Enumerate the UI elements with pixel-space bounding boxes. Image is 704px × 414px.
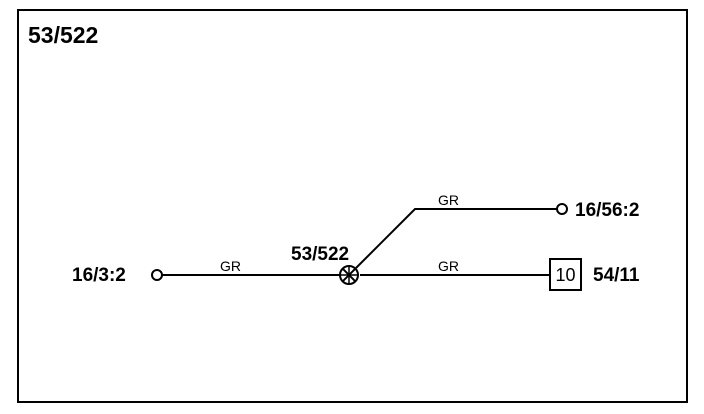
wire-upper-color: GR [438, 192, 459, 208]
splice-icon[interactable] [339, 265, 359, 285]
connector-lower-right-label: 54/11 [593, 265, 640, 286]
connector-upper-right-label: 16/56:2 [575, 200, 639, 221]
component-box[interactable] [549, 258, 582, 291]
diagram-title: 53/522 [28, 22, 98, 48]
wire-upper[interactable] [355, 208, 557, 269]
connector-upper-right-terminal-icon[interactable] [556, 203, 568, 215]
wire-lower-color: GR [438, 258, 459, 274]
connector-left-terminal-icon[interactable] [151, 269, 163, 281]
component-box-number: 10 [555, 265, 575, 285]
connector-left-label: 16/3:2 [72, 265, 126, 286]
wire-left-color: GR [220, 258, 241, 274]
diagram-frame [17, 9, 688, 403]
splice-label: 53/522 [291, 244, 349, 265]
